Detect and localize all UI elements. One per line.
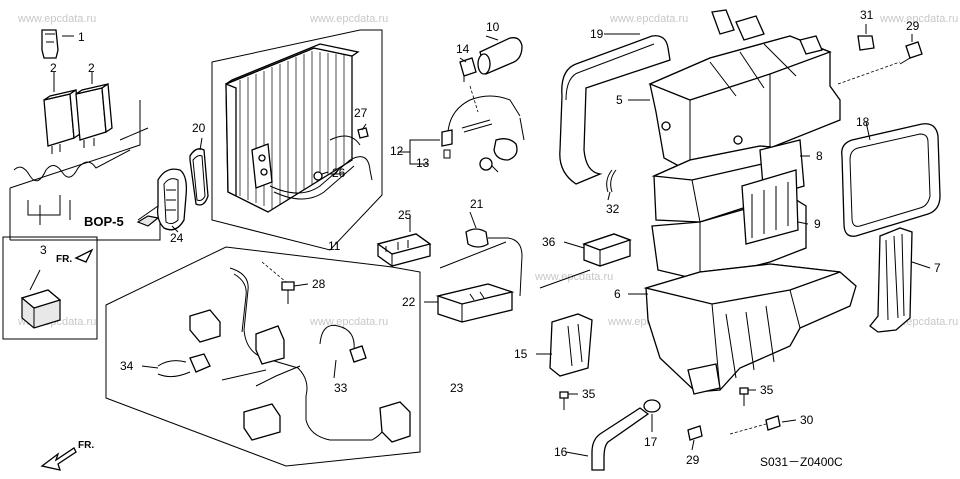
callout-12[interactable]: 12 xyxy=(390,144,404,158)
callout-2[interactable]: 2 xyxy=(50,61,57,75)
switch-group xyxy=(376,233,432,267)
front-arrow-icon xyxy=(40,447,77,471)
callout-14[interactable]: 14 xyxy=(456,42,470,56)
callout-5[interactable]: 5 xyxy=(616,93,623,107)
callout-8[interactable]: 8 xyxy=(816,149,823,163)
watermark: www.epcdata.ru xyxy=(609,13,688,25)
seal-frame-19 xyxy=(559,35,671,185)
clip-part xyxy=(41,29,59,59)
callout-19[interactable]: 19 xyxy=(590,27,604,41)
callout-20[interactable]: 20 xyxy=(192,121,206,135)
callout-35[interactable]: 35 xyxy=(760,383,774,397)
watermark: www.epcdata.ru xyxy=(534,271,613,283)
callout-15[interactable]: 15 xyxy=(514,347,528,361)
fr-label: FR. xyxy=(56,254,72,265)
callout-6[interactable]: 6 xyxy=(614,287,621,301)
seal-frame-18 xyxy=(841,123,941,237)
bracket-15 xyxy=(549,313,593,377)
watermark: www.epcdata.ru xyxy=(879,13,958,25)
relay-group xyxy=(9,29,161,241)
seal-part xyxy=(156,168,188,231)
drain-hose-16 xyxy=(591,407,650,471)
callout-28[interactable]: 28 xyxy=(312,277,326,291)
front-arrow: FR. xyxy=(40,440,94,471)
callout-36[interactable]: 36 xyxy=(542,235,556,249)
callout-34[interactable]: 34 xyxy=(120,359,134,373)
callout-1[interactable]: 1 xyxy=(78,30,85,44)
callout-13[interactable]: 13 xyxy=(416,156,430,170)
callout-32[interactable]: 32 xyxy=(606,202,620,216)
callout-31[interactable]: 31 xyxy=(860,8,874,22)
relay-part xyxy=(75,87,107,141)
relay-part xyxy=(43,93,75,147)
callout-35[interactable]: 35 xyxy=(582,387,596,401)
front-arrow-label: FR. xyxy=(78,440,94,451)
callout-9[interactable]: 9 xyxy=(814,217,821,231)
connector-36 xyxy=(539,233,632,289)
callout-10[interactable]: 10 xyxy=(486,20,500,34)
sensor-harness-group xyxy=(435,228,523,323)
wire-harness-group xyxy=(105,246,421,467)
callout-3[interactable]: 3 xyxy=(40,243,47,257)
gasket-part xyxy=(189,148,209,206)
valve-group xyxy=(441,37,525,173)
callout-16[interactable]: 16 xyxy=(554,445,568,459)
callouts: 1 2 2 3 5 6 7 8 9 10 11 12 13 14 15 16 1… xyxy=(40,8,941,467)
callout-27[interactable]: 27 xyxy=(354,106,368,120)
callout-24[interactable]: 24 xyxy=(170,231,184,245)
callout-7[interactable]: 7 xyxy=(934,261,941,275)
callout-11[interactable]: 11 xyxy=(328,239,341,253)
evaporator-group xyxy=(156,29,383,251)
duct-part-7 xyxy=(869,227,913,333)
callout-29[interactable]: 29 xyxy=(906,19,920,33)
callout-22[interactable]: 22 xyxy=(402,295,416,309)
callout-29[interactable]: 29 xyxy=(686,453,700,467)
callout-33[interactable]: 33 xyxy=(334,381,348,395)
callout-23[interactable]: 23 xyxy=(450,381,464,395)
case-group xyxy=(549,9,941,471)
callout-18[interactable]: 18 xyxy=(856,115,870,129)
watermark: www.epcdata.ru xyxy=(309,13,388,25)
callout-leaders xyxy=(141,24,931,457)
watermark: www.epcdata.ru xyxy=(309,316,388,328)
bop-reference[interactable]: BOP-5 xyxy=(84,205,160,229)
evaporator-core xyxy=(225,47,353,213)
bop-label: BOP-5 xyxy=(84,214,124,229)
callout-25[interactable]: 25 xyxy=(398,208,412,222)
callout-2[interactable]: 2 xyxy=(88,61,95,75)
watermark: www.epcdata.ru xyxy=(17,13,96,25)
callout-21[interactable]: 21 xyxy=(470,197,484,211)
callout-17[interactable]: 17 xyxy=(644,435,658,449)
callout-26[interactable]: 26 xyxy=(332,166,346,180)
callout-30[interactable]: 30 xyxy=(800,413,814,427)
diagram-code: S031－Z0400C xyxy=(760,455,843,469)
part-3-box: FR. xyxy=(2,236,98,340)
